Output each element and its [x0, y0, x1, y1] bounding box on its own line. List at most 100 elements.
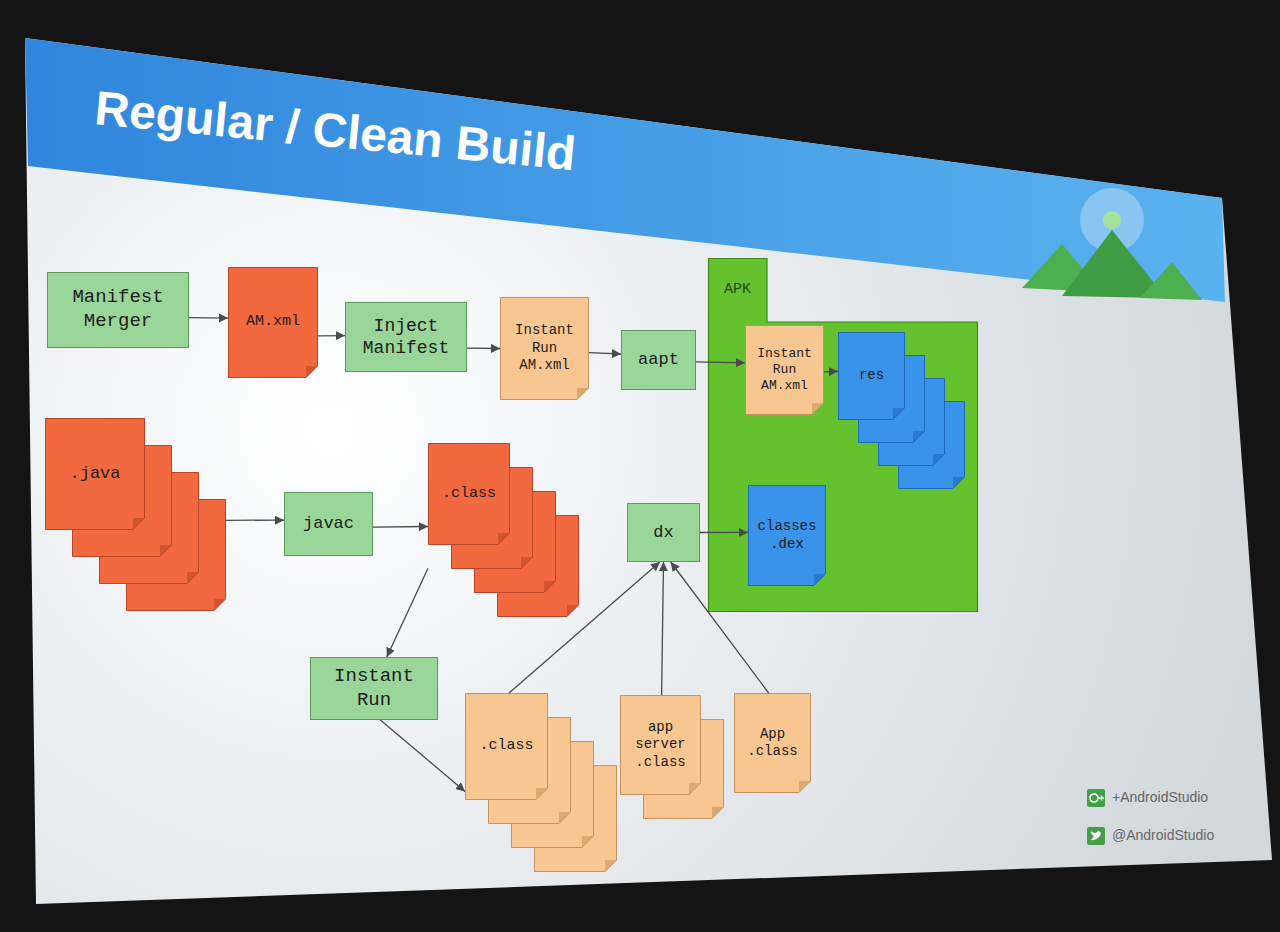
gplus-icon	[1087, 789, 1105, 807]
box-label: Instant Run AM.xml	[751, 346, 818, 395]
arrow-connector	[824, 371, 838, 373]
folder-heading: APK	[724, 281, 751, 300]
file-stack: .class	[465, 693, 617, 872]
text-area: Instant Run AM.xml	[745, 325, 824, 415]
box-label: aapt	[638, 349, 679, 370]
process-box: Manifest Merger	[47, 272, 189, 348]
box-label: classes .dex	[754, 518, 820, 553]
back-page	[489, 718, 571, 824]
back-page	[879, 379, 945, 466]
box-label: dx	[653, 522, 673, 543]
slide-title: Regular / Clean Build	[92, 80, 578, 181]
file-stack: res	[838, 332, 965, 489]
text-area: Instant Run AM.xml	[500, 297, 589, 400]
file-stack: app server .class	[620, 695, 724, 819]
document-shape: App .class	[734, 693, 811, 793]
front-page	[621, 696, 701, 795]
back-page	[535, 766, 617, 872]
document-shape: AM.xml	[228, 267, 318, 378]
title-holder: Regular / Clean Build	[95, 80, 578, 135]
node-outline	[838, 332, 965, 489]
document-page	[229, 268, 318, 378]
process-box: Instant Run	[310, 657, 438, 720]
text-area: APK	[708, 258, 767, 322]
process-rect	[622, 331, 696, 390]
front-page	[466, 694, 548, 800]
box-label: res	[859, 367, 884, 385]
text-area: .class	[465, 693, 548, 800]
process-box: Inject Manifest	[345, 302, 467, 372]
arrow-connector	[671, 562, 769, 693]
box-label: Instant Run	[316, 665, 432, 713]
apk-folder: APK Instant Run AM.xml res classes .dex	[708, 258, 978, 612]
label-holder: @AndroidStudio	[1112, 827, 1214, 843]
process-box: dx	[627, 503, 700, 562]
node-outline	[708, 258, 978, 612]
box-label: app server .class	[626, 719, 695, 772]
back-page	[859, 356, 925, 443]
text-area: AM.xml	[228, 267, 318, 378]
process-rect	[285, 493, 373, 556]
box-label: .class	[442, 485, 496, 504]
document-page	[735, 694, 811, 793]
folder-outline	[709, 259, 978, 612]
arrow-connector	[387, 568, 428, 657]
file-stack: .class	[428, 443, 579, 617]
box-label: .class	[479, 737, 533, 756]
box-label: AM.xml	[246, 313, 300, 332]
arrow-connector	[226, 520, 284, 521]
node-outline	[345, 302, 467, 372]
text-area: dx	[627, 503, 700, 562]
text-area: Instant Run	[310, 657, 438, 720]
arrow-connector	[700, 532, 748, 533]
box-label: .java	[69, 463, 120, 484]
process-rect	[311, 658, 438, 720]
box-label: javac	[303, 513, 354, 534]
text-area: .java	[45, 418, 145, 530]
file-stack: .java	[45, 418, 226, 611]
back-page	[73, 446, 172, 557]
document-shape: Instant Run AM.xml	[500, 297, 589, 400]
arrow-connector	[373, 526, 428, 528]
text-area: Inject Manifest	[345, 302, 467, 372]
text-area: classes .dex	[748, 485, 826, 586]
text-area: aapt	[621, 330, 696, 390]
twitter-icon	[1087, 827, 1105, 845]
mountain-logo	[1022, 188, 1202, 300]
arrow-connector	[662, 562, 664, 695]
front-page	[429, 444, 510, 545]
back-page	[475, 492, 556, 593]
node-outline	[428, 443, 579, 617]
back-page	[498, 516, 579, 617]
arrow-connector	[467, 348, 500, 350]
back-page	[899, 402, 965, 489]
arrow-connector	[509, 562, 660, 693]
document-shape: Instant Run AM.xml	[745, 325, 824, 415]
document-page	[501, 298, 589, 400]
process-rect	[48, 273, 189, 348]
arrow-connector	[696, 362, 745, 363]
document-page	[749, 486, 826, 586]
text-area: javac	[284, 492, 373, 556]
box-label: App .class	[740, 726, 805, 761]
arrow-connector	[189, 317, 228, 319]
document-page	[746, 326, 824, 415]
text-area: Manifest Merger	[47, 272, 189, 348]
text-area: .class	[428, 443, 510, 545]
document-shape: classes .dex	[748, 485, 826, 586]
process-box: aapt	[621, 330, 696, 390]
header-band	[25, 38, 1225, 302]
text-area: App .class	[734, 693, 811, 793]
arrow-connector	[589, 353, 621, 354]
process-rect	[346, 303, 467, 372]
social-handle: @AndroidStudio	[1112, 827, 1214, 843]
front-page	[46, 419, 145, 530]
label-holder: +AndroidStudio	[1112, 789, 1208, 805]
social-handle: +AndroidStudio	[1112, 789, 1208, 805]
arrow-connector	[380, 720, 465, 791]
back-page	[100, 473, 199, 584]
back-page	[452, 468, 533, 569]
front-page	[839, 333, 905, 420]
text-area: app server .class	[620, 695, 701, 795]
process-rect	[628, 504, 700, 562]
